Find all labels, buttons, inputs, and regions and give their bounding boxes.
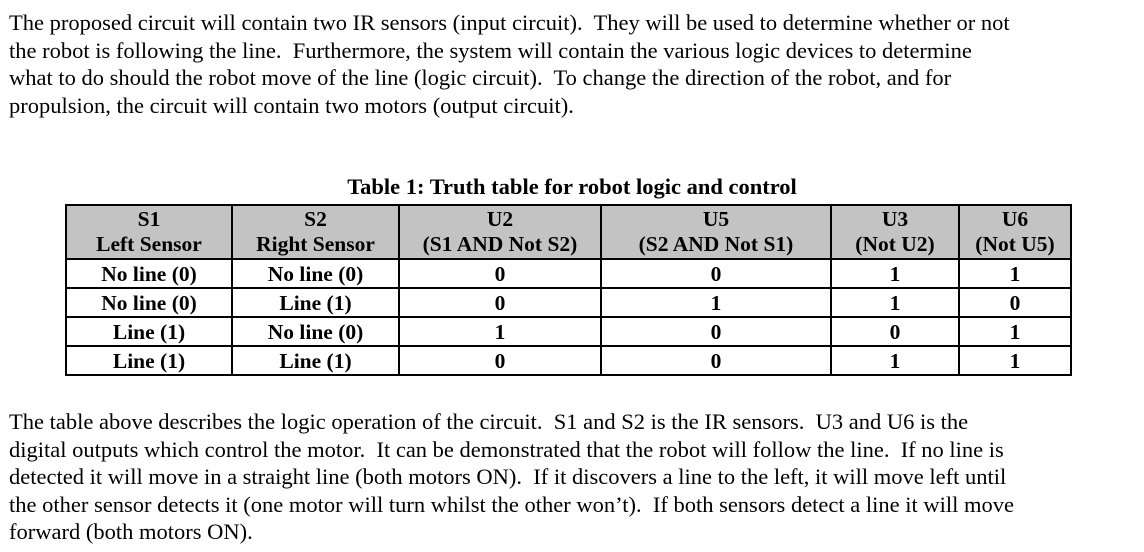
- table-cell: No line (0): [65, 258, 233, 289]
- truth-table-header-cell: U2(S1 AND Not S2): [398, 204, 602, 260]
- table-cell: 1: [830, 258, 960, 289]
- table-cell: 1: [830, 287, 960, 318]
- table-cell: 1: [958, 316, 1072, 347]
- header-line1: S2: [304, 207, 327, 231]
- header-line1: S1: [137, 207, 161, 231]
- text-line: forward (both motors ON).: [9, 519, 253, 544]
- table-caption: Table 1: Truth table for robot logic and…: [347, 174, 797, 199]
- table-cell: 1: [830, 345, 960, 376]
- header-line1: U6: [1001, 207, 1029, 231]
- text-line: The table above describes the logic oper…: [9, 409, 969, 434]
- text-line: propulsion, the circuit will contain two…: [9, 92, 574, 118]
- table-cell: No line (0): [65, 287, 233, 318]
- table-cell: Line (1): [65, 345, 233, 376]
- table-cell: 1: [398, 316, 602, 347]
- text-line: The proposed circuit will contain two IR…: [9, 10, 1010, 35]
- header-line2: (S2 AND Not S1): [638, 232, 794, 256]
- table-cell: Line (1): [231, 287, 400, 318]
- truth-table-header-cell: U3(Not U2): [830, 204, 960, 260]
- truth-table-header-cell: U5(S2 AND Not S1): [600, 204, 832, 260]
- table-cell: 0: [600, 258, 832, 289]
- table-cell: 0: [830, 316, 960, 347]
- table-cell: 0: [398, 345, 602, 376]
- table-cell: Line (1): [65, 316, 233, 347]
- table-cell: 0: [398, 287, 602, 318]
- text-line: digital outputs which control the motor.…: [9, 436, 1004, 462]
- table-cell: 1: [600, 287, 832, 318]
- table-cell: 1: [958, 345, 1072, 376]
- table-cell: 0: [600, 345, 832, 376]
- table-cell: 1: [958, 258, 1072, 289]
- text-line: the robot is following the line. Further…: [9, 37, 972, 63]
- table-cell: No line (0): [231, 316, 400, 347]
- description-paragraph: The table above describes the logic oper…: [9, 408, 1014, 546]
- text-line: what to do should the robot move of the …: [9, 65, 952, 90]
- header-line1: U5: [702, 207, 730, 231]
- table-cell: No line (0): [231, 258, 400, 289]
- text-line: the other sensor detects it (one motor w…: [9, 491, 1014, 517]
- header-line2: (Not U5): [975, 232, 1055, 256]
- header-line2: (Not U2): [855, 232, 935, 256]
- table-cell: 0: [398, 258, 602, 289]
- header-line1: U3: [881, 207, 909, 231]
- header-line2: Right Sensor: [256, 232, 375, 256]
- table-cell: 0: [600, 316, 832, 347]
- table-cell: Line (1): [231, 345, 400, 376]
- truth-table-header-cell: U6(Not U5): [958, 204, 1072, 260]
- header-line2: (S1 AND Not S2): [422, 232, 578, 256]
- intro-paragraph: The proposed circuit will contain two IR…: [9, 9, 1010, 119]
- table-cell: 0: [958, 287, 1072, 318]
- header-line2: Left Sensor: [96, 232, 202, 256]
- header-line1: U2: [486, 207, 514, 231]
- text-line: detected it will move in a straight line…: [9, 464, 1007, 489]
